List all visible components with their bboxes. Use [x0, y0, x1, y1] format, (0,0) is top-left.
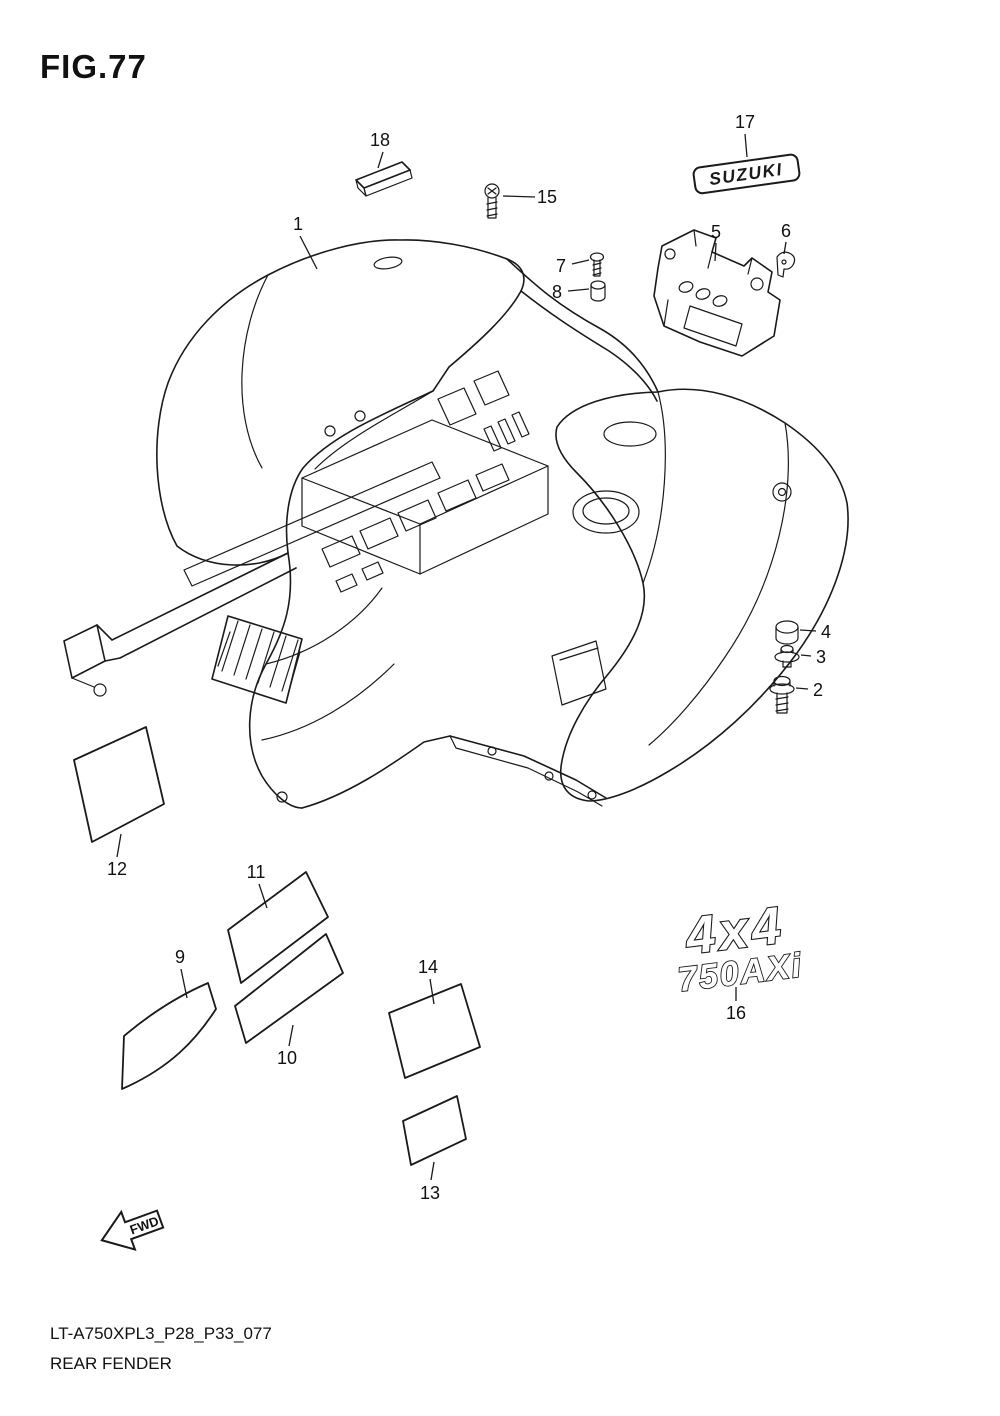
part-callout-18: 18	[369, 130, 391, 150]
figure-title: FIG.77	[40, 48, 147, 85]
hardware-screw-7	[589, 252, 605, 277]
part-callout-6: 6	[780, 221, 792, 241]
frame-rail	[63, 552, 297, 697]
part-callout-7: 7	[555, 256, 567, 276]
decal-13	[402, 1095, 467, 1166]
decal-10	[234, 933, 344, 1044]
decal-11	[227, 871, 329, 984]
part-callout-5: 5	[710, 222, 722, 242]
part-callout-15: 15	[536, 187, 558, 207]
part-callout-3: 3	[815, 647, 827, 667]
part-callout-8: 8	[551, 282, 563, 302]
badge-4x4-750axi: 4x4 750AXi	[675, 895, 806, 1000]
part-callout-17: 17	[734, 112, 756, 132]
heat-shield-grille	[211, 615, 303, 704]
fwd-arrow: FWD	[100, 1209, 165, 1251]
trim-bar-part-18	[355, 161, 413, 197]
part-callout-16: 16	[725, 1003, 747, 1023]
hardware-clip-6	[776, 251, 796, 278]
part-callout-10: 10	[276, 1048, 298, 1068]
part-callout-2: 2	[812, 680, 824, 700]
part-callout-11: 11	[246, 862, 266, 882]
hardware-bolt-8	[590, 280, 606, 302]
hardware-nut-4	[775, 620, 799, 645]
figure-caption: REAR FENDER	[50, 1354, 172, 1373]
part-callout-4: 4	[820, 622, 832, 642]
hardware-bolt-2	[769, 675, 795, 714]
hardware-screw-15	[484, 183, 500, 219]
figure-code: LT-A750XPL3_P28_P33_077	[50, 1324, 272, 1343]
tail-bracket-part	[653, 229, 781, 357]
suzuki-emblem: SUZUKI	[692, 153, 801, 195]
compartment-details	[183, 370, 549, 593]
part-callout-1: 1	[292, 214, 304, 234]
part-callout-12: 12	[106, 859, 128, 879]
fender-outline	[156, 239, 849, 809]
badge-top-text: 4x4	[682, 896, 788, 966]
leader-lines	[116, 133, 817, 1181]
decal-12	[73, 726, 165, 843]
decal-14	[388, 983, 481, 1079]
part-callout-9: 9	[174, 947, 186, 967]
part-callout-14: 14	[417, 957, 439, 977]
decal-9	[121, 982, 217, 1090]
hardware-washer-bolt-3	[774, 644, 800, 668]
part-callout-13: 13	[419, 1183, 441, 1203]
fender-details	[241, 256, 792, 803]
